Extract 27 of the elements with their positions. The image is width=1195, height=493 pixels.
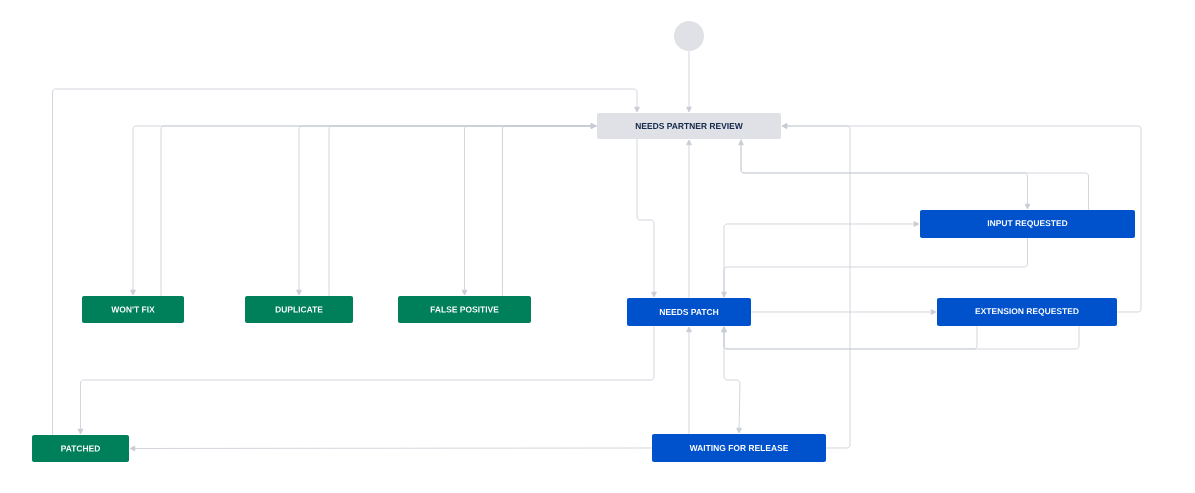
start-circle: [674, 21, 704, 51]
arrow: [750, 309, 937, 315]
arrow: [738, 139, 1089, 211]
arrow: [723, 221, 920, 299]
arrow: [781, 123, 851, 449]
status-box: FALSE POSITIVE: [398, 296, 531, 323]
arrow: [461, 125, 598, 296]
status-box: NEEDS PATCH: [627, 298, 751, 326]
arrow: [129, 445, 653, 452]
arrow: [77, 325, 655, 435]
status-box: NEEDS PARTNER REVIEW: [597, 113, 781, 139]
arrow: [636, 138, 657, 298]
arrow: [686, 326, 692, 435]
status-box: EXTENSION REQUESTED: [937, 298, 1117, 326]
status-box: WAITING FOR RELEASE: [652, 434, 826, 462]
status-box: DUPLICATE: [245, 296, 353, 323]
status-box: WON'T FIX: [82, 296, 184, 323]
arrow: [686, 139, 692, 299]
arrow: [723, 325, 742, 434]
arrow: [686, 50, 692, 113]
arrow: [721, 325, 1080, 350]
arrow: [52, 88, 640, 436]
status-box: INPUT REQUESTED: [920, 210, 1135, 238]
arrow: [502, 123, 597, 297]
arrow: [740, 138, 1031, 210]
arrow: [721, 237, 1028, 298]
status-box: PATCHED: [32, 435, 129, 462]
